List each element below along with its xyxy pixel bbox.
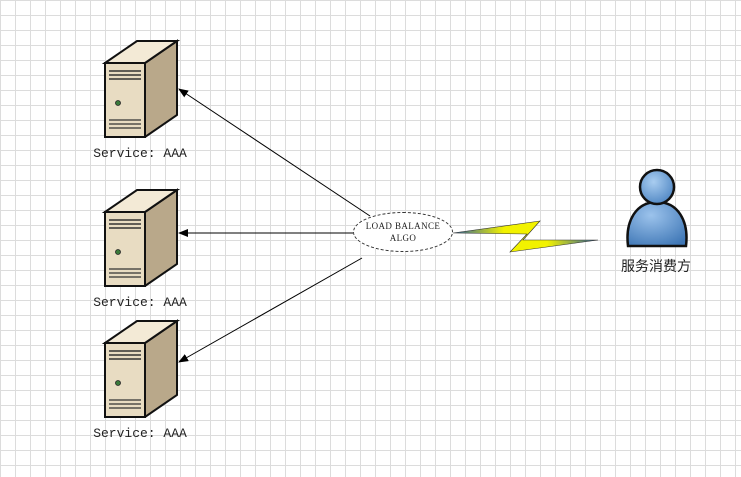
consumer-label: 服务消费方	[621, 259, 691, 275]
lightning-icon	[452, 220, 599, 253]
user-icon	[626, 168, 688, 248]
server-icon	[101, 188, 180, 287]
load-balancer-label-line1: LOAD BALANCE	[365, 221, 441, 231]
load-balancer-label-line2: ALGO	[389, 233, 417, 243]
arrow-to-server-3	[178, 257, 363, 363]
server-icon	[101, 319, 180, 418]
server-label: Service: AAA	[93, 146, 187, 161]
server-label: Service: AAA	[93, 295, 187, 310]
server-icon	[101, 39, 180, 138]
server-label: Service: AAA	[93, 426, 187, 441]
load-balancer-node: LOAD BALANCE ALGO	[353, 212, 453, 252]
arrow-to-server-1	[178, 88, 371, 217]
